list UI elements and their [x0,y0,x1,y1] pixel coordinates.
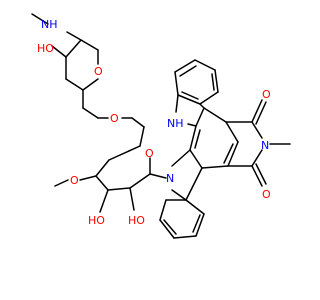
indolocarbazole-core [159,59,291,239]
top-sugar-ring [51,31,109,119]
glucose-ring [54,117,167,213]
o-methoxy-label: O [70,174,79,187]
ho-left-label: HO [88,214,105,227]
o-carbonyl-top-label: O [262,88,271,101]
o-ring-top-label: O [94,65,103,78]
o-ring-bottom-label: O [145,147,154,160]
ho-bottom-label: HO [128,214,145,227]
ho-top-sugar-label: HO [37,42,54,55]
n-imide-label: N [261,139,269,152]
molecule-canvas: NH HO O O O O HO HO NH N N O O [31,13,291,239]
nh-methylamine-label: NH [41,18,58,31]
o-carbonyl-bottom-label: O [262,188,271,201]
molecule-structure: NH HO O O O O HO HO NH N N O O [31,13,291,239]
nh-indole-label: NH [167,117,184,130]
methyl-on-amine [31,13,49,25]
n-indole-label: N [166,172,174,185]
o-linker-label: O [110,112,119,125]
